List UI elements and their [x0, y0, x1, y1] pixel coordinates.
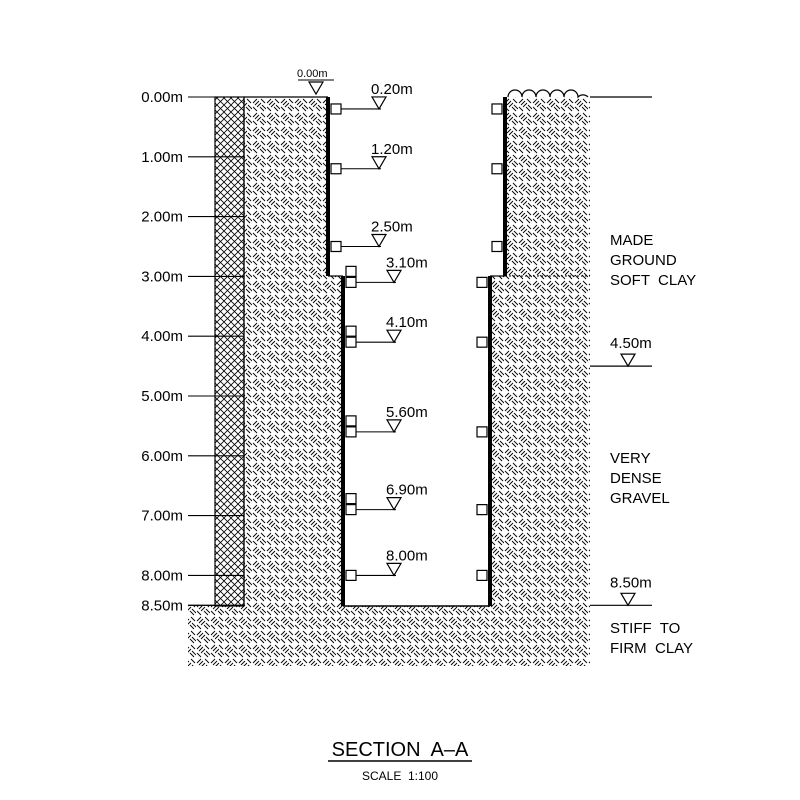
depth-tick-label: 1.00m [141, 149, 183, 166]
retaining-wall [214, 96, 245, 607]
left-wale-block [345, 504, 357, 516]
section-title: SECTION A–A [332, 739, 469, 761]
left-lower-pile [341, 276, 345, 606]
right-upper-pile [503, 97, 507, 276]
left-soil [244, 97, 343, 606]
stratum-label-2-line-3: GRAVEL [610, 490, 670, 507]
strut-level: 0.20m [330, 81, 503, 115]
depth-tick-label: 8.00m [141, 567, 183, 584]
level-marker-triangle [370, 233, 388, 248]
strut-level: 5.60m [345, 404, 488, 438]
top-marker-label: 0.00m [297, 68, 328, 80]
stratum-label-1-line-3: SOFT CLAY [610, 272, 696, 289]
boundary-level-label: 8.50m [610, 574, 652, 591]
strut-level: 1.20m [330, 141, 503, 175]
strut-level: 3.10m [345, 254, 488, 288]
depth-tick-label: 5.00m [141, 388, 183, 405]
depth-tick-label: 2.00m [141, 209, 183, 226]
strata-labels: MADE GROUND SOFT CLAY VERY DENSE GRAVEL … [610, 232, 696, 657]
stratum-label-3-line-1: STIFF TO [610, 620, 680, 637]
level-marker-triangle [385, 329, 403, 344]
depth-tick-label: 8.50m [141, 597, 183, 614]
bottom-soil [188, 606, 590, 666]
left-wale-block-upper [345, 493, 357, 505]
depth-tick-label: 6.00m [141, 448, 183, 465]
left-wale-block [345, 276, 357, 288]
strut-level: 4.10m [345, 314, 488, 348]
sheet-piles [326, 97, 507, 606]
level-marker-triangle [385, 562, 403, 577]
ground-surface-symbol [507, 89, 589, 99]
boundary-marker-triangle [619, 592, 637, 607]
title-block: SECTION A–A SCALE 1:100 [328, 739, 472, 783]
right-wale-block [476, 336, 488, 348]
depth-tick-label: 3.00m [141, 268, 183, 285]
strut-level-label: 1.20m [371, 141, 413, 158]
level-marker-triangle [370, 156, 388, 170]
right-lower-pile [488, 276, 492, 606]
right-soil [490, 97, 590, 606]
strut-level-label: 8.00m [386, 547, 428, 564]
right-wale-block [476, 276, 488, 288]
stratum-label-3-line-2: FIRM CLAY [610, 640, 693, 657]
left-wale-block [330, 240, 342, 253]
depth-tick-label: 4.00m [141, 328, 183, 345]
strut-level-label: 6.90m [386, 482, 428, 499]
depth-scale: 0.00m 1.00m 2.00m 3.00m 4.00m 5.00m 6.00m 7.00m… [141, 89, 328, 614]
strut-level-label: 0.20m [371, 81, 413, 98]
stratum-label-1-line-2: GROUND [610, 252, 677, 269]
depth-tick-label: 7.00m [141, 508, 183, 525]
strut-level-label: 3.10m [386, 254, 428, 271]
soil-body [188, 96, 590, 666]
right-wale-block [476, 426, 488, 438]
left-wale-block [330, 103, 342, 115]
top-level-marker: 0.00m [297, 68, 334, 96]
boundary-level-label: 4.50m [610, 335, 652, 352]
stratum-label-1-line-1: MADE [610, 232, 653, 249]
left-wale-block [330, 163, 342, 175]
strut-level: 2.50m [330, 219, 503, 253]
right-wale-block [476, 569, 488, 582]
left-wale-block-upper [345, 265, 357, 277]
level-marker-triangle [370, 96, 388, 111]
stratum-label-2-line-1: VERY [610, 450, 651, 467]
left-wale-block-upper [345, 325, 357, 337]
left-upper-pile [326, 97, 330, 276]
right-wale-block [491, 103, 503, 115]
level-marker-triangle [385, 269, 403, 284]
stratum-boundary: 8.50m [590, 574, 652, 607]
left-wale-block [345, 336, 357, 348]
strut-levels: 0.20m 1.20m 2.50m 3.10m 4.10m 5.60m 6.90m 8.00m [330, 81, 503, 582]
left-wale-block-upper [345, 415, 357, 427]
depth-tick-label: 0.00m [141, 89, 183, 106]
level-marker-triangle [385, 419, 403, 434]
boundary-marker-triangle [619, 353, 637, 368]
right-wale-block [476, 504, 488, 516]
left-wale-block [345, 426, 357, 438]
strut-level: 8.00m [345, 547, 488, 582]
stratum-boundary: 4.50m [590, 335, 652, 368]
left-wale-block [345, 569, 357, 582]
strut-level-label: 5.60m [386, 404, 428, 421]
strut-level-label: 2.50m [371, 219, 413, 236]
strata-boundaries: 4.50m 8.50m [188, 335, 652, 607]
strut-level: 6.90m [345, 482, 488, 516]
stratum-label-2-line-2: DENSE [610, 470, 662, 487]
level-marker-triangle [385, 497, 403, 511]
scale-label: SCALE 1:100 [362, 769, 438, 783]
right-wale-block [491, 240, 503, 253]
strut-level-label: 4.10m [386, 314, 428, 331]
right-wale-block [491, 163, 503, 175]
